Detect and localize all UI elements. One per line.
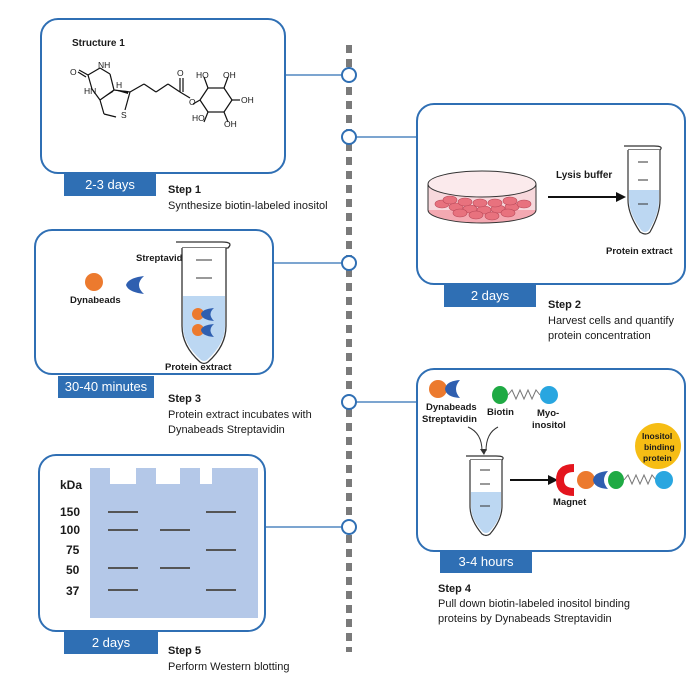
chem-s: S <box>121 110 127 120</box>
timeline-node <box>341 67 357 83</box>
step1-box <box>40 18 286 174</box>
step5-duration-tag: 2 days <box>64 632 158 654</box>
magnet-complex <box>556 464 673 496</box>
biotin-inositol-icon <box>492 386 558 404</box>
step1-duration-tag: 2-3 days <box>64 174 156 196</box>
step2-desc-line1: Harvest cells and quantify <box>548 315 674 327</box>
dynabeads-strep-label-1: Dynabeads <box>426 402 477 413</box>
step3-desc-line1: Protein extract incubates with <box>168 409 312 421</box>
chem-oh-2: OH <box>241 95 254 105</box>
dynabeads-label: Dynabeads <box>70 295 121 306</box>
lysis-buffer-label: Lysis buffer <box>556 170 613 181</box>
step5-title: Step 5 <box>168 645 202 657</box>
step2-extract-label: Protein extract <box>606 246 673 257</box>
step4-desc-line2: proteins by Dynabeads Streptavidin <box>438 613 612 625</box>
myo-label-2: inositol <box>532 420 566 431</box>
binding-protein-icon <box>635 423 681 469</box>
myo-label-1: Myo- <box>537 408 560 419</box>
timeline-node <box>341 129 357 145</box>
step2-title: Step 2 <box>548 299 582 311</box>
step3-box <box>34 229 274 375</box>
marker-50: 50 <box>66 563 80 577</box>
chem-ho-2: HO <box>192 113 205 123</box>
step3-duration-tag: 30-40 minutes <box>58 376 154 398</box>
arrow-step2 <box>548 192 626 202</box>
binding-protein-label-2: binding <box>644 442 675 452</box>
chem-o-ester: O <box>189 97 196 107</box>
biotin-label: Biotin <box>487 407 514 418</box>
marker-150: 150 <box>60 505 81 519</box>
biotin-inositol-structure <box>77 67 240 123</box>
chem-o: O <box>70 67 77 77</box>
marker-100: 100 <box>60 523 81 537</box>
mixing-arrows <box>467 426 499 455</box>
chem-oh-1: OH <box>223 70 236 80</box>
timeline-node <box>341 255 357 271</box>
cell-culture-dish <box>427 170 537 224</box>
marker-75: 75 <box>66 543 80 557</box>
step2-desc-line2: protein concentration <box>548 330 651 342</box>
binding-protein-label-3: protein <box>643 453 672 463</box>
streptavidin-label: Streptavidin <box>136 253 191 264</box>
arrow-step4 <box>510 475 558 485</box>
chem-nh: NH <box>98 60 111 70</box>
protein-extract-tube-step2 <box>624 145 662 235</box>
dynabead-icon <box>85 273 103 291</box>
kda-unit-label: kDa <box>60 478 83 492</box>
step1-title: Step 1 <box>168 184 202 196</box>
step1-desc: Synthesize biotin-labeled inositol <box>168 200 328 212</box>
chem-hn: HN <box>84 86 97 96</box>
dynabeads-streptavidin-icon <box>429 380 460 398</box>
western-blot-gel <box>90 468 258 618</box>
step3-desc-line2: Dynabeads Streptavidin <box>168 424 285 436</box>
structure-label: Structure 1 <box>72 38 125 49</box>
timeline-node <box>341 519 357 535</box>
chem-ho-1: HO <box>196 70 209 80</box>
step4-title: Step 4 <box>438 583 472 595</box>
chem-h: H <box>116 80 123 90</box>
step4-duration-tag: 3-4 hours <box>440 551 532 573</box>
marker-37: 37 <box>66 584 80 598</box>
streptavidin-icon <box>126 276 144 294</box>
step3-extract-label: Protein extract <box>165 362 232 373</box>
chem-oh-3: OH <box>224 119 237 129</box>
chem-o-carbonyl: O <box>177 68 184 78</box>
dynabeads-strep-label-2: Streptavidin <box>422 414 477 425</box>
binding-protein-label-1: Inositol <box>642 431 673 441</box>
step4-desc-line1: Pull down biotin-labeled inositol bindin… <box>438 598 631 610</box>
step3-title: Step 3 <box>168 393 202 405</box>
step2-duration-tag: 2 days <box>444 285 536 307</box>
magnet-label: Magnet <box>553 497 587 508</box>
protein-extract-tube-step3 <box>176 241 231 365</box>
step5-desc: Perform Western blotting <box>168 661 290 673</box>
pulldown-tube <box>466 455 504 537</box>
timeline-node <box>341 394 357 410</box>
